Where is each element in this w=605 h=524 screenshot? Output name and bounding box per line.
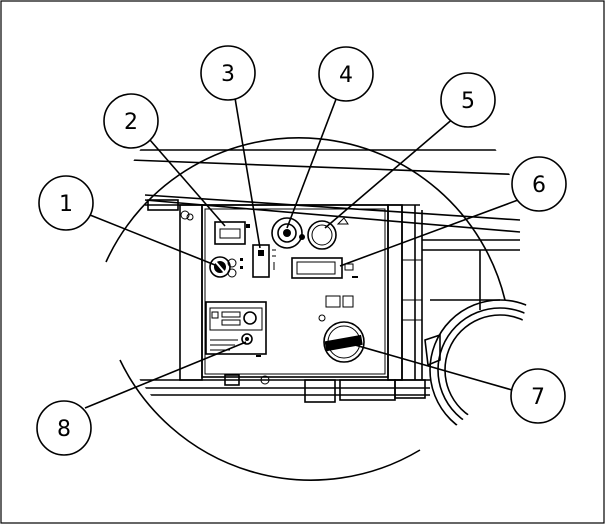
callout-4-label: 4 (339, 63, 353, 88)
leader-8 (84, 341, 247, 409)
callout-5: 5 (440, 72, 496, 128)
callout-8: 8 (36, 400, 92, 456)
leader-lines (84, 91, 519, 409)
callout-1-label: 1 (59, 192, 73, 217)
gauge-6 (291, 257, 343, 279)
callout-3-label: 3 (221, 62, 235, 87)
leader-3 (233, 91, 261, 249)
detail-contents (129, 149, 530, 441)
detail-circle-arc-lower (119, 359, 421, 481)
leader-7 (354, 344, 513, 391)
switch-2 (214, 221, 246, 245)
selector-7 (323, 321, 365, 363)
leader-4 (286, 93, 339, 229)
leader-2 (149, 139, 226, 227)
battery-plate-8 (205, 301, 267, 355)
callout-6-label: 6 (532, 173, 546, 198)
callout-2: 2 (103, 93, 159, 149)
callouts: 1 2 3 4 5 6 7 8 (36, 45, 567, 456)
callout-6: 6 (511, 156, 567, 212)
callout-8-label: 8 (57, 417, 71, 442)
callout-1: 1 (38, 175, 94, 231)
callout-7-label: 7 (531, 385, 545, 410)
leader-6 (339, 199, 519, 267)
callout-5-label: 5 (461, 89, 475, 114)
callout-7: 7 (510, 368, 566, 424)
outlet-4 (271, 217, 303, 249)
leader-5 (324, 116, 456, 229)
callout-2-label: 2 (124, 110, 138, 135)
indicator-5 (307, 220, 337, 250)
breaker-3 (252, 244, 270, 278)
callout-4: 4 (318, 46, 374, 102)
callout-3: 3 (200, 45, 256, 101)
leader-1 (89, 214, 216, 266)
